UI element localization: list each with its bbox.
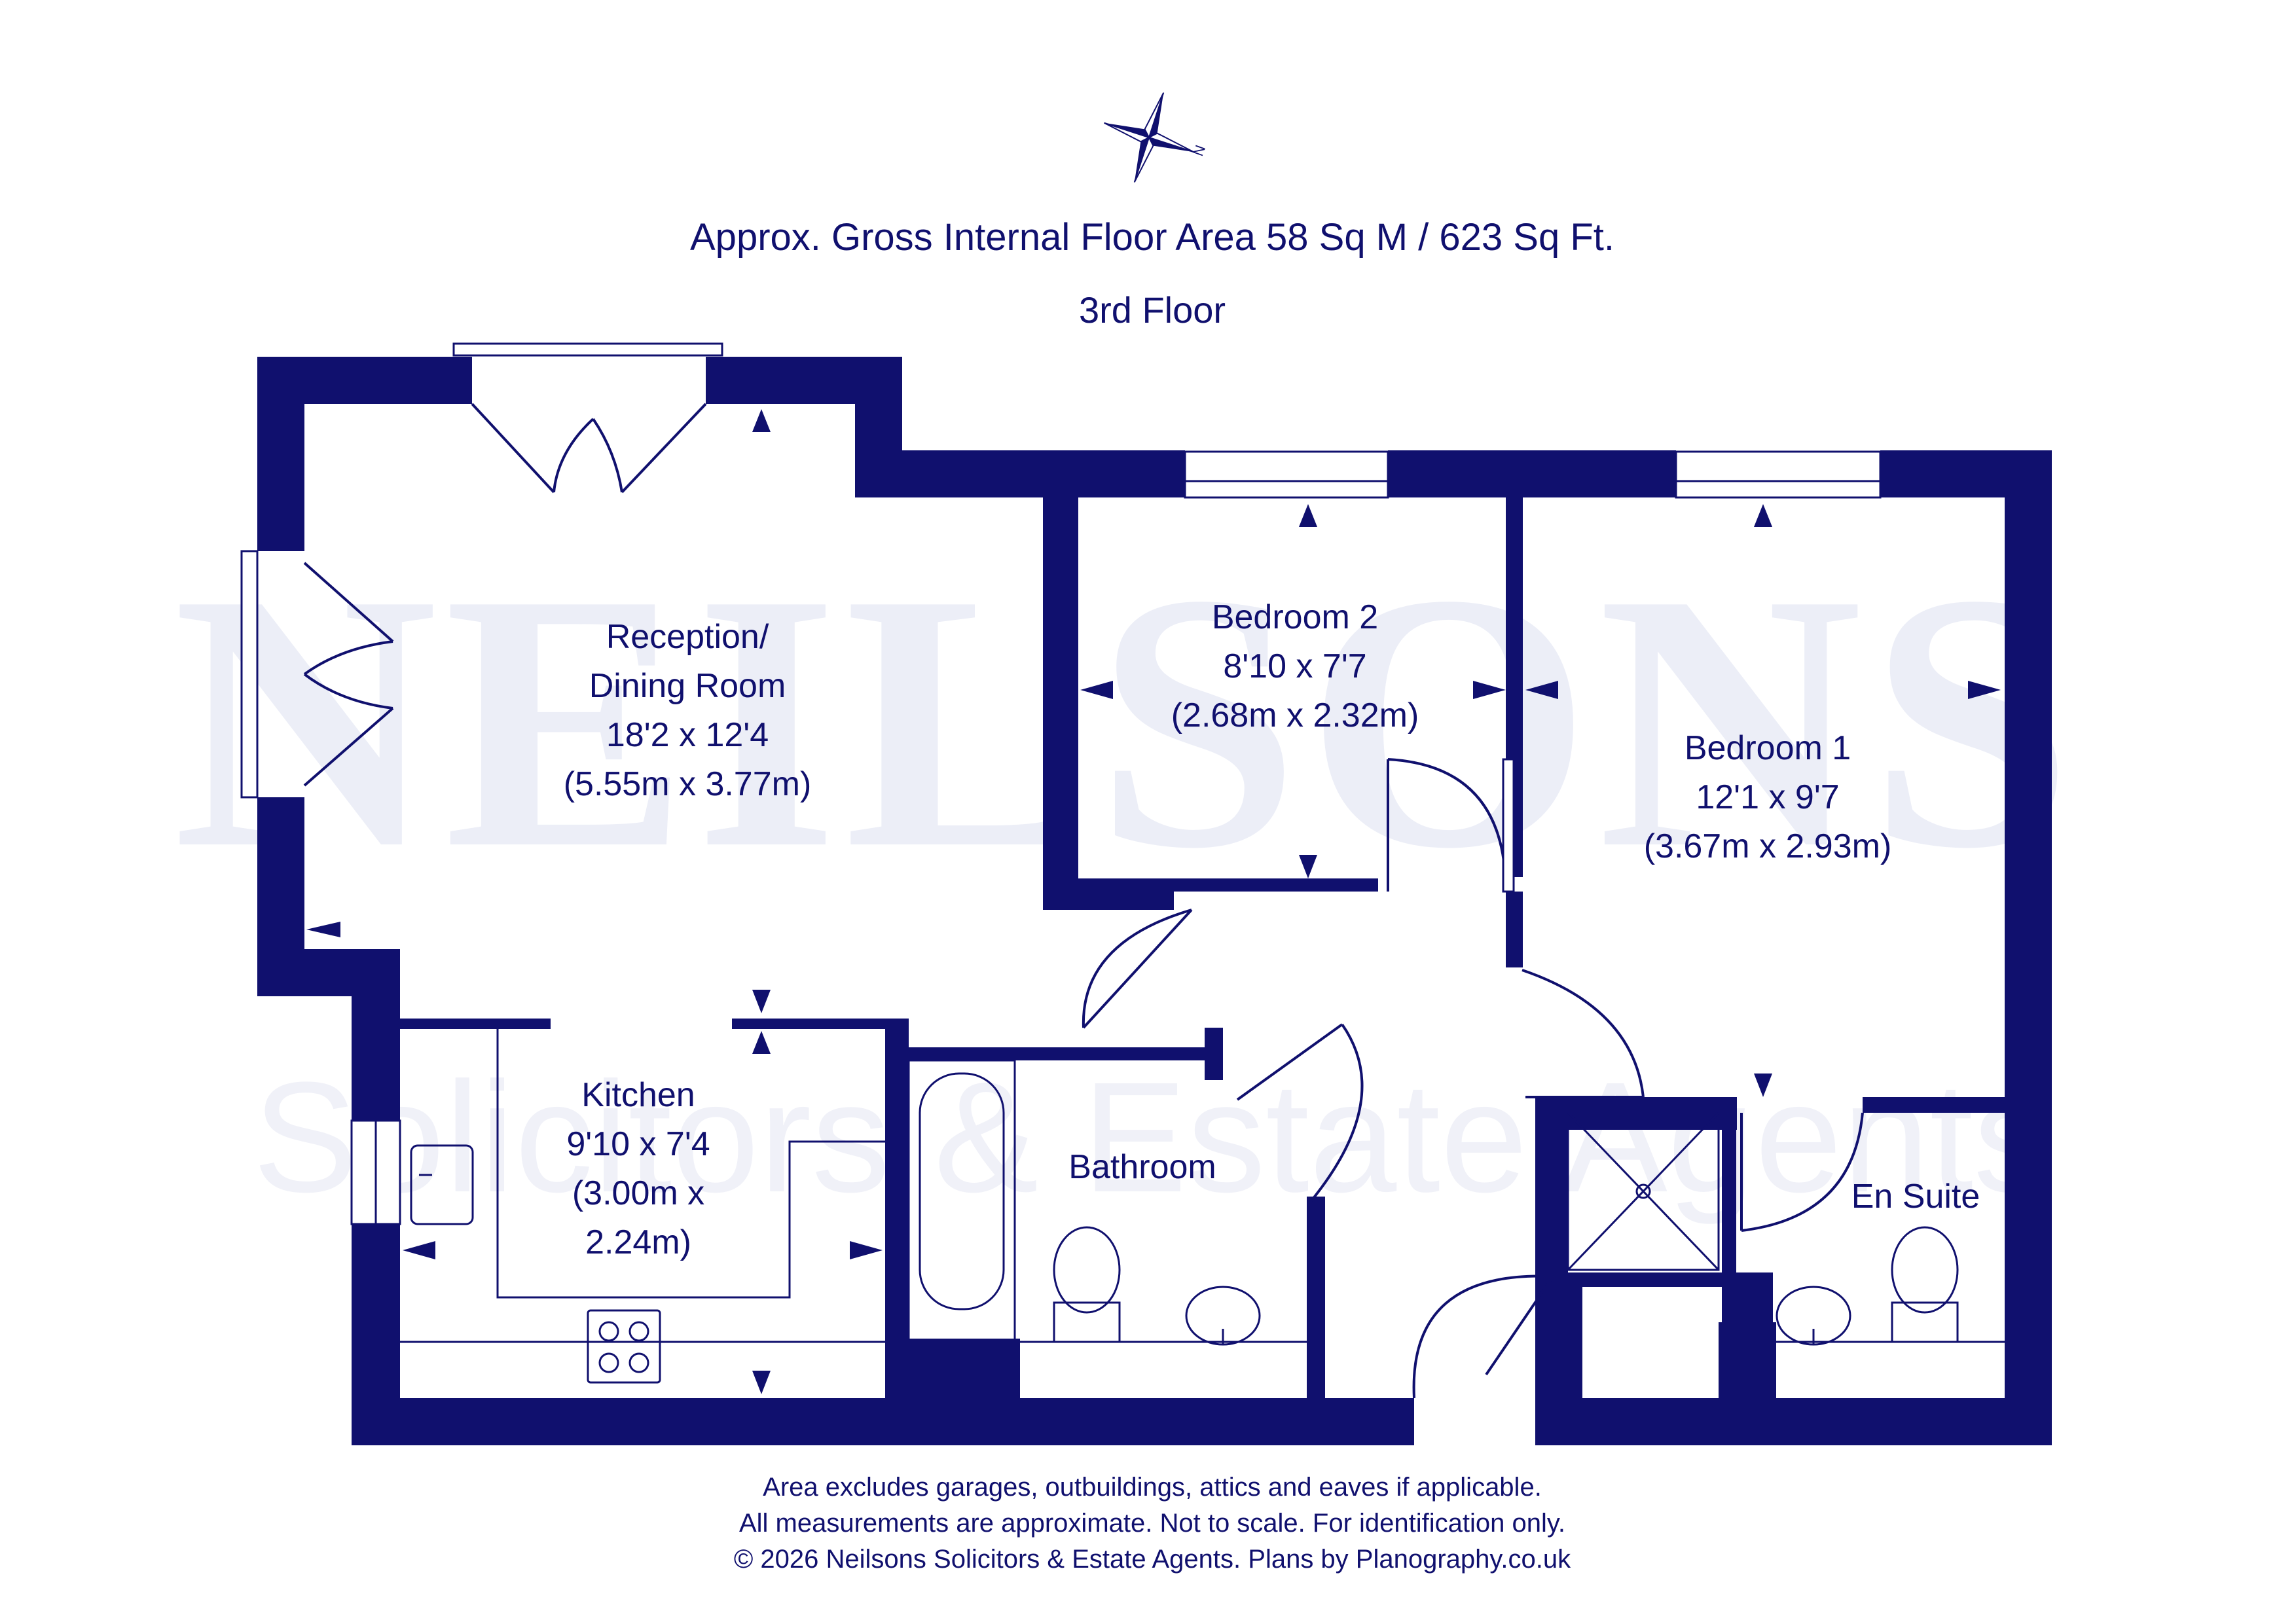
bedroom1-metric: (3.67m x 2.93m) [1644, 827, 1892, 865]
bath-icon [919, 1072, 1005, 1310]
footer-line3: © 2026 Neilsons Solicitors & Estate Agen… [734, 1545, 1571, 1574]
kitchen-metric-line1: (3.00m x [572, 1174, 704, 1212]
windows [240, 342, 1882, 1225]
floor-label: 3rd Floor [1079, 289, 1226, 331]
hob-icon [587, 1309, 661, 1384]
compass-label: N [1190, 143, 1209, 158]
shower-drain-icon [1635, 1183, 1651, 1199]
bedroom2-imperial: 8'10 x 7'7 [1223, 647, 1366, 685]
room-kitchen: Kitchen 9'10 x 7'4 (3.00m x 2.24m) [566, 1076, 710, 1261]
kitchen-name: Kitchen [581, 1076, 695, 1114]
kitchen-metric-line2: 2.24m) [585, 1223, 691, 1261]
room-reception: Reception/ Dining Room 18'2 x 12'4 (5.55… [564, 618, 812, 803]
reception-imperial: 18'2 x 12'4 [606, 716, 769, 754]
toilet-icon [1053, 1226, 1121, 1314]
doors [303, 403, 1864, 1399]
watermark: NEILSONS Solicitors & Estate Agents [173, 518, 2079, 1225]
fixtures [400, 1029, 2005, 1384]
compass-icon [1104, 92, 1194, 183]
floor-area-title: Approx. Gross Internal Floor Area 58 Sq … [690, 216, 1614, 259]
bedroom2-name: Bedroom 2 [1212, 598, 1378, 636]
bedroom1-imperial: 12'1 x 9'7 [1696, 778, 1839, 816]
bedroom2-metric: (2.68m x 2.32m) [1171, 696, 1419, 734]
footer-line2: All measurements are approximate. Not to… [739, 1509, 1565, 1538]
footer-line1: Area excludes garages, outbuildings, att… [763, 1473, 1542, 1502]
room-bedroom-1: Bedroom 1 12'1 x 9'7 (3.67m x 2.93m) [1644, 729, 1892, 865]
reception-name-line2: Dining Room [589, 667, 786, 705]
footer: Area excludes garages, outbuildings, att… [734, 1473, 1571, 1574]
watermark-tagline: Solicitors & Estate Agents [253, 1049, 2052, 1225]
room-bedroom-2: Bedroom 2 8'10 x 7'7 (2.68m x 2.32m) [1171, 598, 1419, 734]
bedroom1-name: Bedroom 1 [1685, 729, 1851, 767]
watermark-brand: NEILSONS [173, 518, 2079, 924]
reception-metric: (5.55m x 3.77m) [564, 765, 812, 803]
reception-name-line1: Reception/ [606, 618, 769, 656]
walls [257, 357, 2052, 1445]
kitchen-imperial: 9'10 x 7'4 [566, 1125, 710, 1163]
dimension-arrows [306, 409, 2001, 1394]
ensuite-name: En Suite [1851, 1178, 1980, 1216]
bathroom-name: Bathroom [1068, 1148, 1216, 1186]
